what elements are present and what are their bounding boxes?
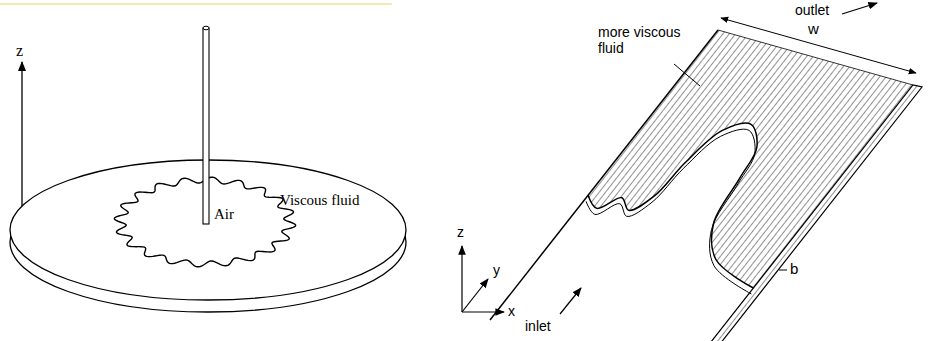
axis-label: z xyxy=(457,224,464,240)
injection-tube xyxy=(203,28,209,224)
y-axis xyxy=(462,279,488,312)
right-plate xyxy=(685,85,922,341)
flow-label: outlet xyxy=(795,2,829,18)
section-cut xyxy=(718,30,913,85)
tube-opening xyxy=(203,26,209,30)
inlet-arrow xyxy=(560,288,581,314)
flow-label: inlet xyxy=(525,318,551,334)
width-dimension xyxy=(721,18,916,73)
leader-line xyxy=(674,64,700,86)
dimension-label: b xyxy=(790,260,798,277)
z-axis xyxy=(21,62,22,215)
gap-tick xyxy=(779,270,787,271)
left-plate xyxy=(490,30,718,320)
finger-lip xyxy=(586,129,755,294)
finger-front xyxy=(588,123,757,288)
axis-label: z xyxy=(16,42,23,60)
top-rule xyxy=(0,3,392,5)
axis-label: x xyxy=(508,303,515,319)
outlet-arrow xyxy=(842,3,877,14)
x-axis xyxy=(462,311,504,312)
region-label: Air xyxy=(214,206,234,223)
region-label: Viscous fluid xyxy=(280,192,360,209)
z-axis xyxy=(461,246,462,312)
axis-label: y xyxy=(493,262,500,278)
region-label: more viscous fluid xyxy=(598,24,698,56)
dimension-label: w xyxy=(806,20,821,37)
